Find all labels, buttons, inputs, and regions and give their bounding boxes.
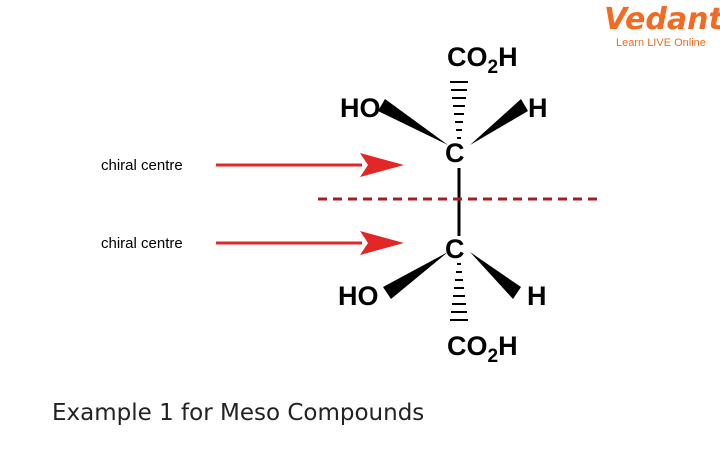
figure-caption: Example 1 for Meso Compounds	[52, 400, 424, 426]
upper-pointer-arrow	[216, 153, 404, 177]
bottom-carboxyl-group: CO2H	[447, 331, 518, 367]
upper-hydroxyl-label: HO	[340, 93, 381, 123]
upper-hydrogen-label: H	[528, 93, 548, 123]
vedantu-logo: Vedantu Learn LIVE Online	[604, 2, 720, 49]
upper-carbon-label: C	[445, 138, 465, 168]
logo-tagline: Learn LIVE Online	[616, 37, 706, 49]
lower-right-wedge-bond	[470, 252, 521, 299]
upper-left-wedge-bond	[378, 99, 448, 145]
top-carboxyl-group: CO2H	[447, 42, 518, 78]
top-hashed-bond	[450, 81, 468, 139]
upper-right-wedge-bond	[470, 99, 528, 145]
logo-wordmark: Vedantu	[604, 2, 720, 37]
lower-hydrogen-label: H	[527, 281, 547, 311]
lower-chiral-centre-label: chiral centre	[101, 235, 183, 252]
upper-chiral-centre-label: chiral centre	[101, 157, 183, 174]
lower-hydroxyl-label: HO	[338, 281, 379, 311]
lower-left-wedge-bond	[383, 252, 448, 299]
lower-pointer-arrow	[216, 231, 404, 255]
bottom-hashed-bond	[450, 263, 468, 321]
lower-carbon-label: C	[445, 234, 465, 264]
